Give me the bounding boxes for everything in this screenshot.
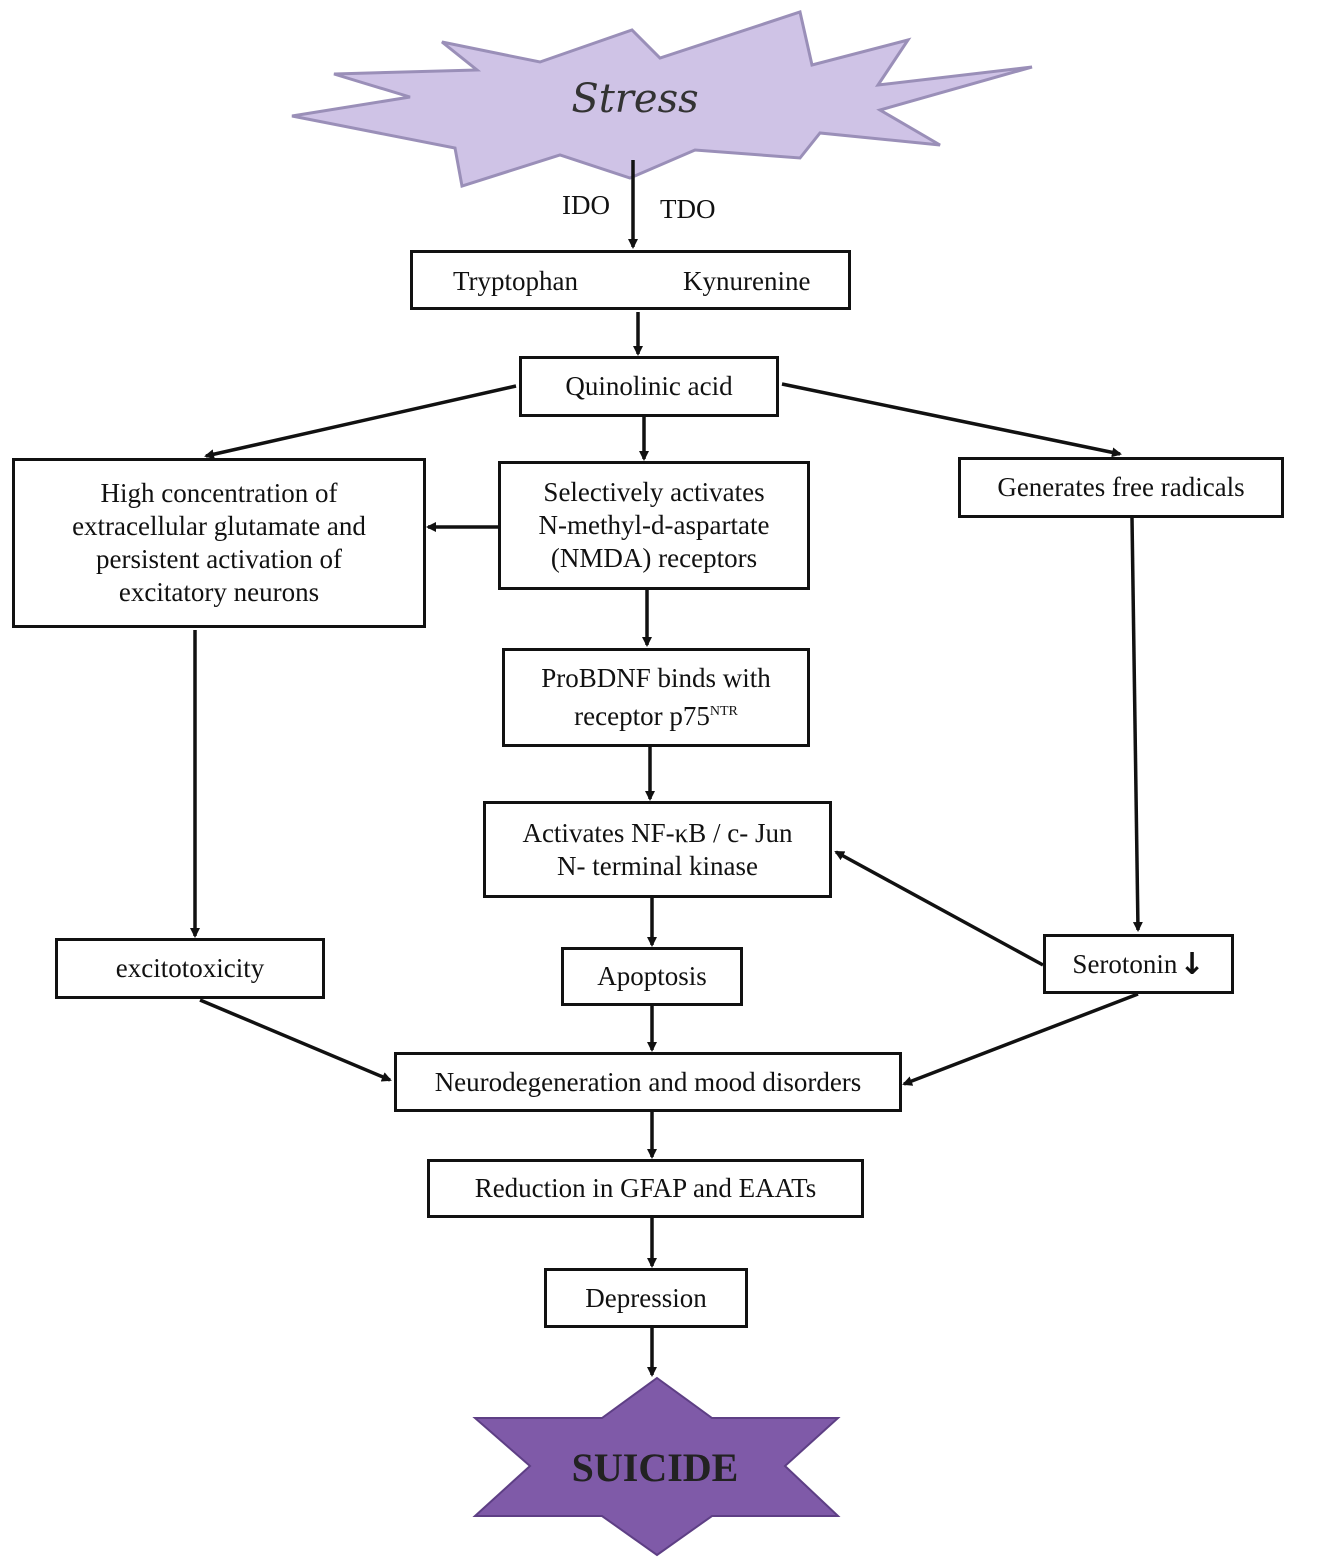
arrow-serotonin-to-neuro: [902, 992, 1139, 1086]
depression-label: Depression: [585, 1282, 707, 1313]
gfap-box: Reduction in GFAP and EAATs: [427, 1159, 864, 1218]
tdo-label: TDO: [660, 194, 716, 224]
arrow-serotonin-to-nfkb: [834, 850, 1044, 967]
free-radicals-box: Generates free radicals: [958, 457, 1284, 518]
tryptophan-kynurenine-box: Tryptophan Kynurenine: [410, 250, 851, 310]
nfkb-label: Activates NF-κB / c- Jun N- terminal kin…: [522, 817, 793, 881]
probdnf-line1: ProBDNF binds with: [541, 663, 771, 693]
arrow-radicals-to-serotonin: [1130, 517, 1143, 932]
quinolinic-acid-label: Quinolinic acid: [565, 371, 733, 401]
kynurenine-label: Kynurenine: [683, 266, 811, 296]
quinolinic-acid-box: Quinolinic acid: [519, 356, 779, 417]
suicide-star: [472, 1376, 841, 1557]
gfap-label: Reduction in GFAP and EAATs: [474, 1173, 817, 1203]
nfkb-box: Activates NF-κB / c- Jun N- terminal kin…: [483, 801, 832, 898]
apoptosis-box: Apoptosis: [561, 947, 743, 1006]
glutamate-label: High concentration of extracellular glut…: [72, 478, 366, 607]
probdnf-superscript: NTR: [709, 704, 738, 719]
down-arrow-icon: ↓: [1179, 946, 1205, 982]
arrow-quinolinic-to-radicals: [781, 382, 1122, 458]
excitotoxicity-box: excitotoxicity: [55, 938, 325, 999]
glutamate-box: High concentration of extracellular glut…: [12, 458, 426, 628]
excitotoxicity-label: excitotoxicity: [115, 953, 265, 983]
arrow-excitotoxicity-to-neuro: [199, 998, 392, 1082]
nmda-box: Selectively activates N-methyl-d-asparta…: [498, 461, 810, 590]
depression-box: Depression: [544, 1268, 748, 1328]
probdnf-text: ProBDNF binds with receptor p75NTR: [541, 662, 771, 733]
probdnf-box: ProBDNF binds with receptor p75NTR: [502, 648, 810, 747]
ido-label: IDO: [562, 190, 610, 220]
nmda-label: Selectively activates N-methyl-d-asparta…: [538, 477, 770, 573]
serotonin-label: Serotonin: [1072, 948, 1178, 979]
serotonin-box: Serotonin↓: [1043, 934, 1234, 994]
probdnf-line2: receptor p75: [574, 701, 710, 731]
apoptosis-label: Apoptosis: [597, 961, 707, 991]
stress-burst: [291, 10, 1033, 188]
tryptophan-label: Tryptophan: [453, 266, 579, 296]
neurodegeneration-label: Neurodegeneration and mood disorders: [434, 1066, 862, 1097]
free-radicals-label: Generates free radicals: [997, 472, 1245, 502]
arrow-quinolinic-to-glutamate: [204, 384, 517, 460]
neurodegeneration-box: Neurodegeneration and mood disorders: [394, 1052, 902, 1112]
